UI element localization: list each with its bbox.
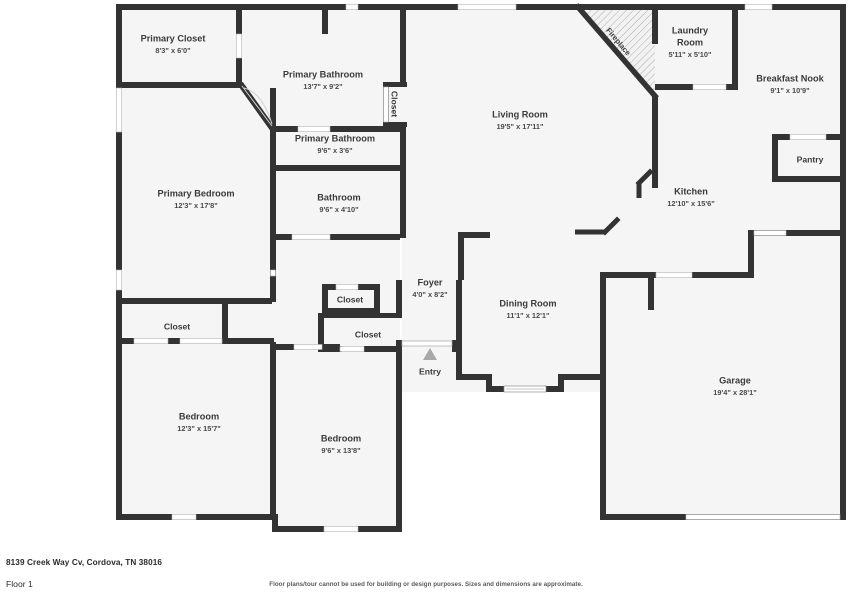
room-dims-bedroom-1: 12'3" x 15'7": [177, 424, 221, 433]
room-label-living-room: Living Room: [492, 109, 548, 119]
room-label-bathroom: Bathroom: [317, 192, 360, 202]
room-label-pantry: Pantry: [797, 154, 824, 164]
entry-arrow-icon: [423, 348, 437, 360]
room-dims-dining-room: 11'1" x 12'1": [507, 311, 550, 320]
room-label-closet-foyer-upper: Closet: [337, 294, 363, 304]
room-label-laundry-room-line2: Room: [677, 37, 703, 47]
walls: [116, 4, 846, 532]
room-dims-breakfast-nook: 9'1" x 10'9": [770, 86, 810, 95]
room-label-closet-vertical: Closet: [390, 91, 400, 117]
legal-disclaimer: Floor plans/tour cannot be used for buil…: [269, 581, 583, 588]
room-label-primary-bathroom-1: Primary Bathroom: [283, 69, 363, 79]
property-address: 8139 Creek Way Cv, Cordova, TN 38016: [6, 558, 163, 567]
fireplace-shape: [574, 3, 659, 100]
room-label-primary-bedroom: Primary Bedroom: [157, 188, 234, 198]
room-label-primary-bathroom-2: Primary Bathroom: [295, 133, 375, 143]
room-dims-primary-closet: 8'3" x 6'0": [155, 46, 191, 55]
room-dims-foyer: 4'0" x 8'2": [412, 290, 448, 299]
room-label-dining-room: Dining Room: [499, 298, 556, 308]
room-dims-primary-bathroom-1: 13'7" x 9'2": [303, 82, 343, 91]
room-label-breakfast-nook: Breakfast Nook: [756, 73, 824, 83]
room-label-laundry-room-line1: Laundry: [672, 25, 709, 35]
floor-plan-drawing: Primary Closet 8'3" x 6'0" Primary Bathr…: [116, 3, 846, 532]
room-label-garage: Garage: [719, 375, 751, 385]
room-labels: Primary Closet 8'3" x 6'0" Primary Bathr…: [141, 25, 825, 455]
room-label-closet-bedroom-1: Closet: [164, 321, 190, 331]
door-swing-arcs: [241, 85, 273, 127]
room-dims-living-room: 19'5" x 17'11": [496, 122, 544, 131]
floor-number: Floor 1: [6, 579, 33, 589]
room-dims-primary-bathroom-2: 9'6" x 3'6": [317, 146, 353, 155]
room-dims-laundry-room: 5'11" x 5'10": [669, 50, 712, 59]
label-entry: Entry: [419, 366, 441, 376]
room-dims-bathroom: 9'6" x 4'10": [319, 205, 359, 214]
room-dims-primary-bedroom: 12'3" x 17'8": [174, 201, 218, 210]
floor-fills: [116, 6, 846, 530]
room-label-closet-foyer-lower: Closet: [355, 329, 381, 339]
room-label-kitchen: Kitchen: [674, 186, 708, 196]
room-label-bedroom-2: Bedroom: [321, 433, 361, 443]
room-label-primary-closet: Primary Closet: [141, 33, 206, 43]
small-room-labels: Closet Pantry Closet Closet Closet: [164, 91, 824, 339]
room-label-foyer: Foyer: [417, 277, 442, 287]
room-dims-kitchen: 12'10" x 15'6": [667, 199, 715, 208]
plan-footer: 8139 Creek Way Cv, Cordova, TN 38016 Flo…: [0, 545, 852, 600]
floor-plan-canvas: Primary Closet 8'3" x 6'0" Primary Bathr…: [116, 3, 846, 532]
room-dims-garage: 19'4" x 28'1": [713, 388, 757, 397]
room-label-bedroom-1: Bedroom: [179, 411, 219, 421]
windows: [116, 4, 841, 532]
room-dims-bedroom-2: 9'6" x 13'8": [321, 446, 361, 455]
